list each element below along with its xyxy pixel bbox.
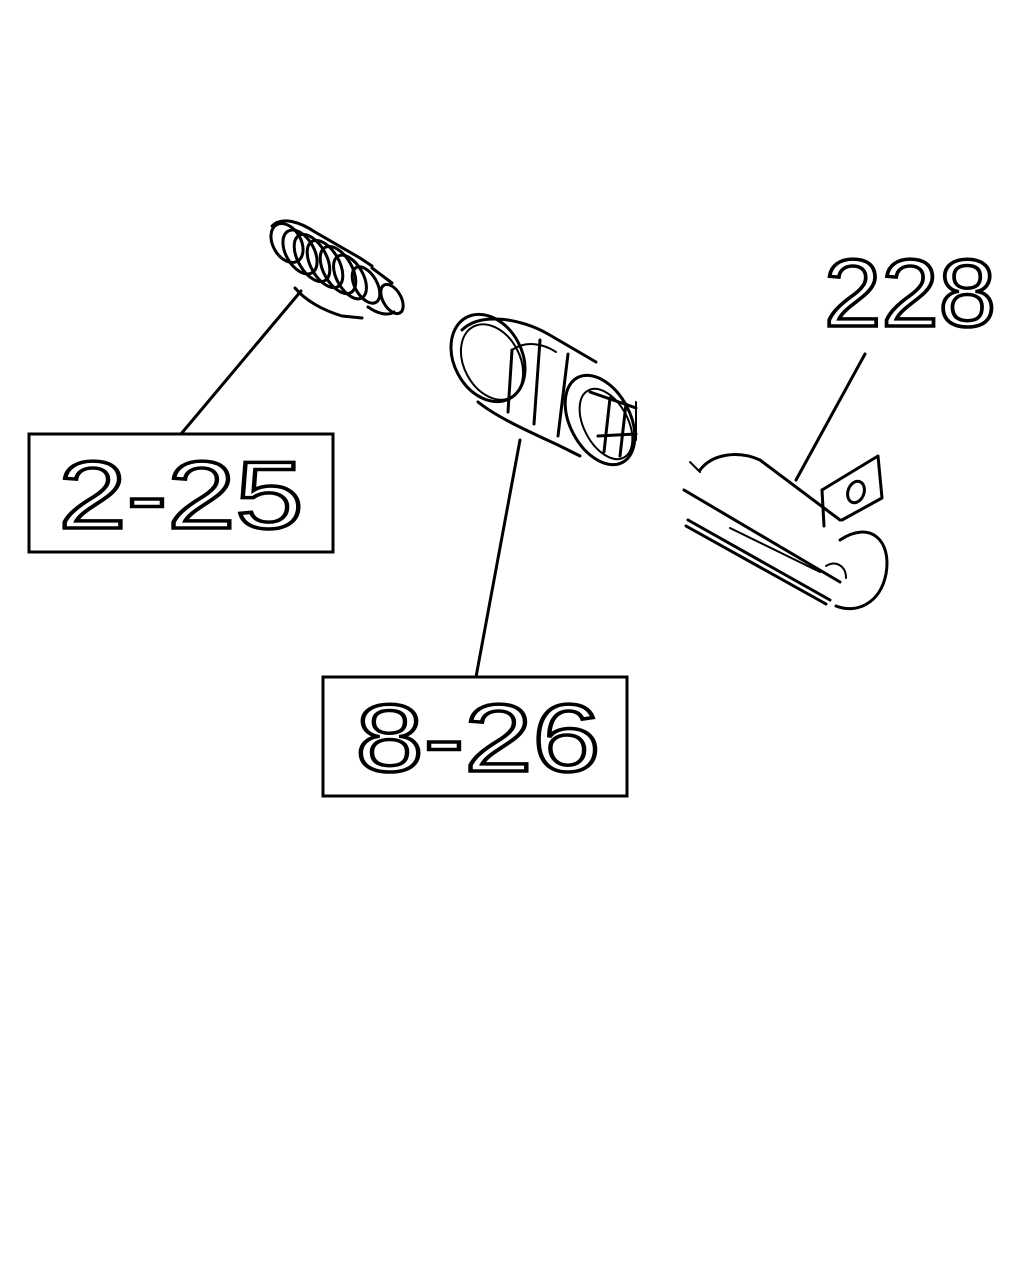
- leader-line-ref-c: [794, 352, 867, 482]
- callout-label-ref-b: 8-26: [356, 685, 601, 792]
- leader-line-ref-a: [179, 289, 303, 436]
- callout-ref-b: 8-26: [321, 675, 629, 798]
- callout-ref-a: 2-25: [27, 432, 335, 554]
- leader-line-ref-b: [474, 438, 522, 679]
- sensor-part-small: [269, 219, 405, 320]
- pressure-switch-part: [449, 312, 638, 467]
- bracket-part: [682, 453, 889, 611]
- callout-label-ref-a: 2-25: [59, 442, 304, 549]
- callout-label-ref-c: 228: [824, 240, 996, 347]
